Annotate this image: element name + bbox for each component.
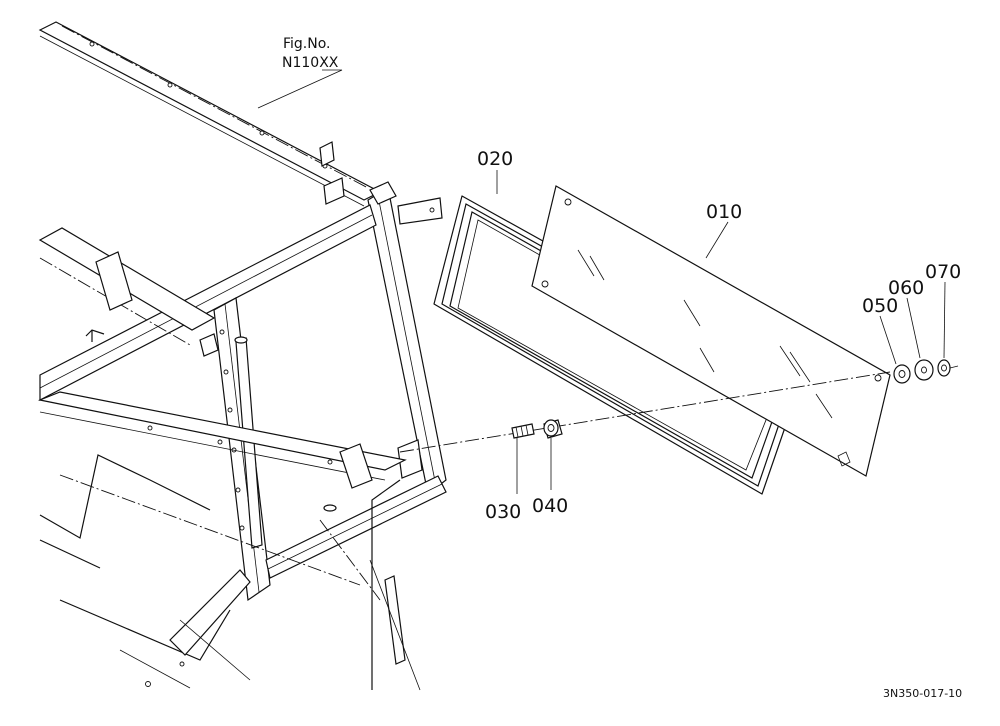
part-040-spacer [543, 419, 563, 439]
part-label-010: 010 [706, 201, 742, 223]
part-label-060: 060 [888, 277, 924, 299]
part-label-050: 050 [862, 295, 898, 317]
part-010-glass [531, 185, 891, 477]
cab-frame [37, 21, 447, 691]
part-label-020: 020 [477, 148, 513, 170]
drawing-code: 3N350-017-10 [883, 687, 962, 700]
fig-label: Fig.No. [283, 36, 331, 52]
fig-number: N110XX [282, 55, 339, 71]
assembly-axis [399, 371, 891, 453]
part-070-nut [937, 359, 959, 377]
part-label-040: 040 [532, 495, 568, 517]
part-050-grommet [893, 364, 911, 384]
part-label-030: 030 [485, 501, 521, 523]
part-030-stud [511, 423, 535, 439]
leader-lines [257, 69, 946, 494]
part-label-070: 070 [925, 261, 961, 283]
part-060-washer [914, 359, 934, 381]
